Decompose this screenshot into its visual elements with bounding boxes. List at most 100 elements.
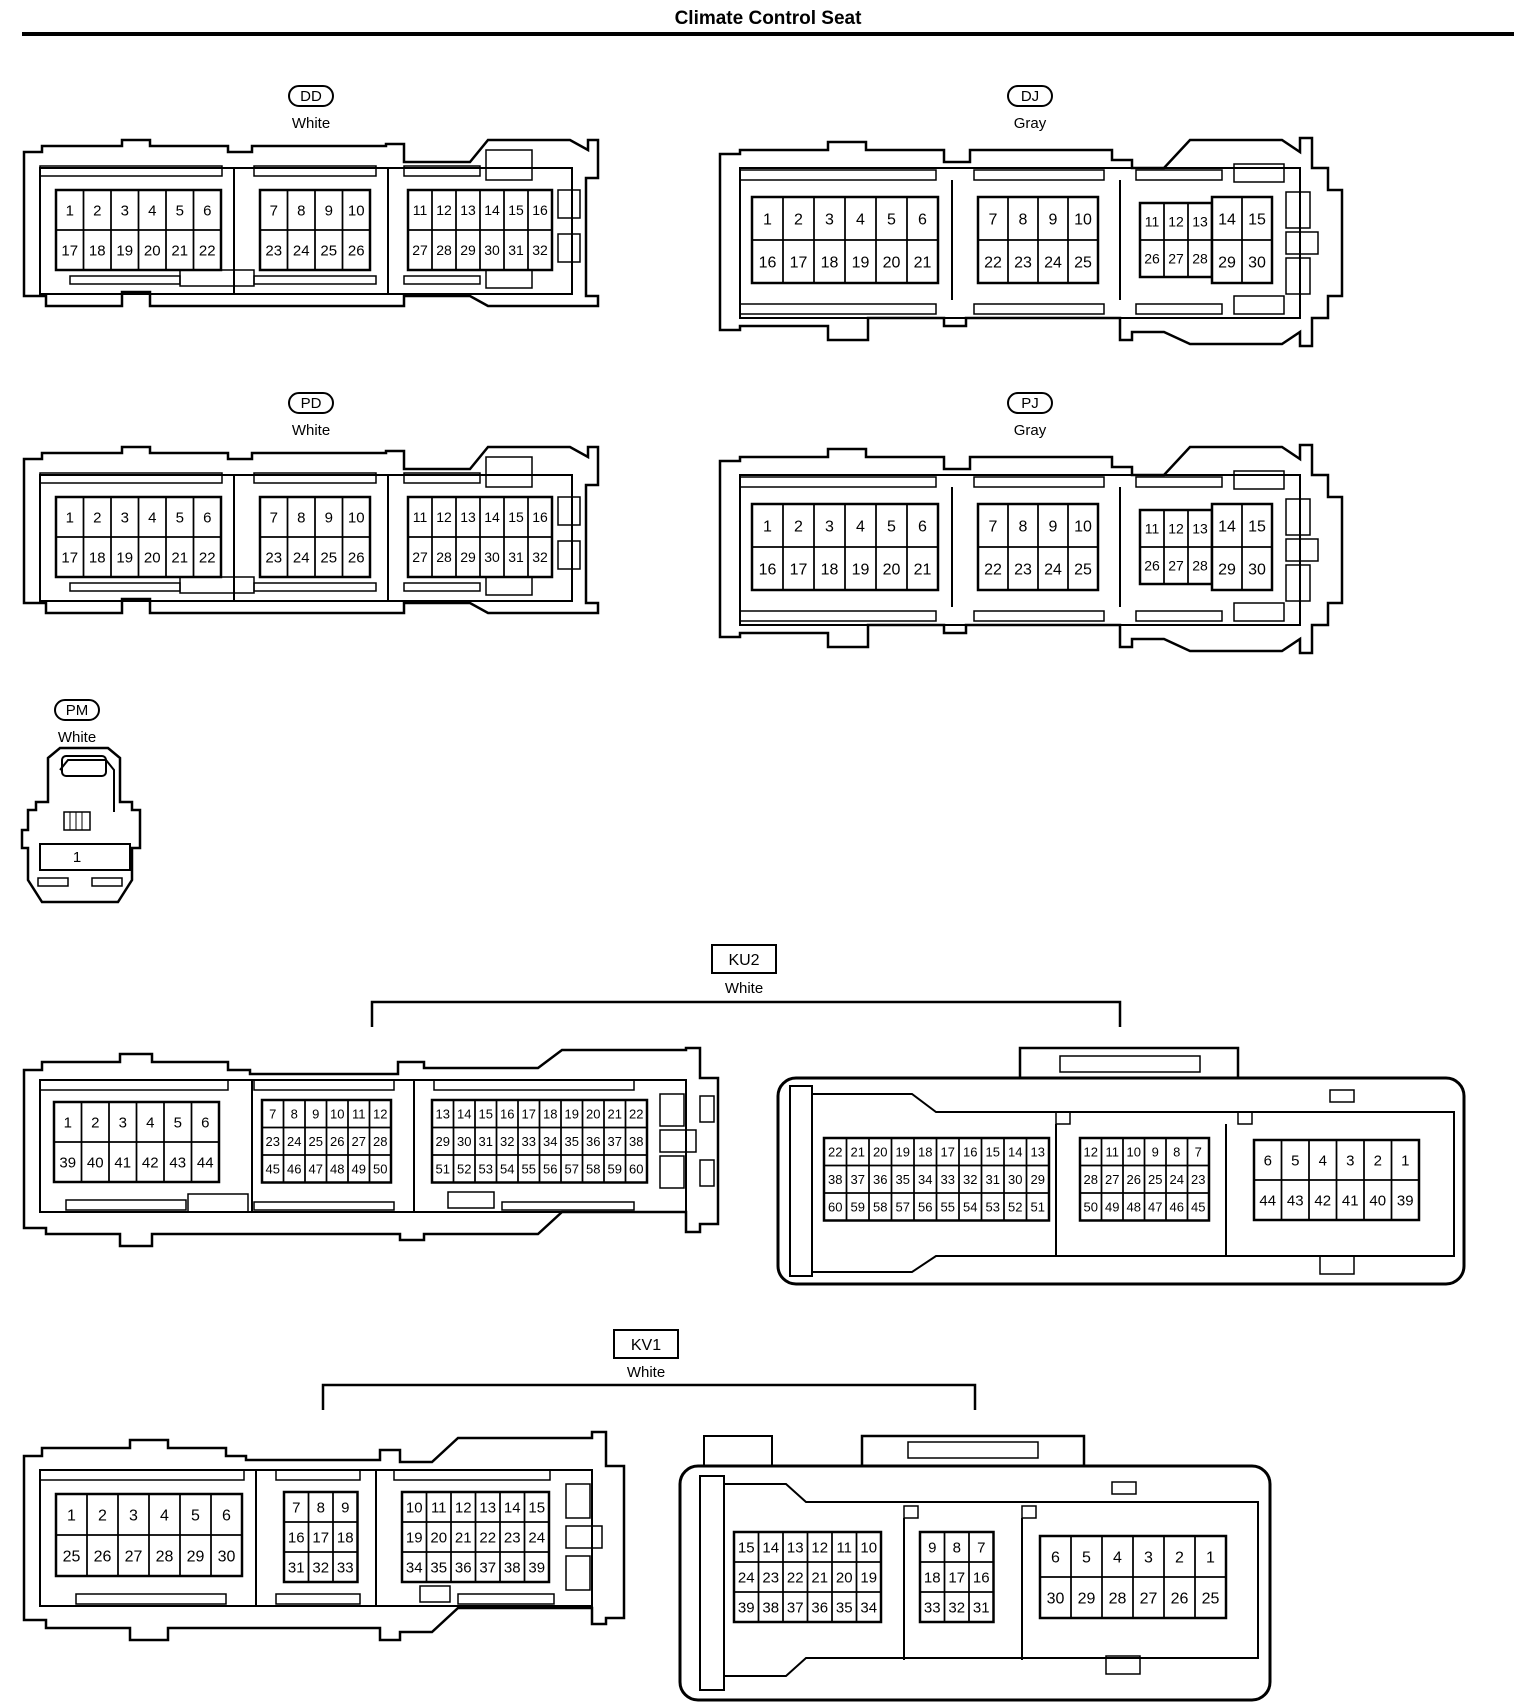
pin-cell-pd-32 <box>527 536 553 578</box>
pin-label-ku2m-5: 5 <box>174 1114 182 1131</box>
pin-label-ku2f-60: 60 <box>828 1199 842 1214</box>
pin-label-ku2m-18: 18 <box>543 1106 557 1121</box>
pin-label-dd-5: 5 <box>176 202 184 219</box>
pin-label-pj-25: 25 <box>1074 561 1092 578</box>
pin-label-kv1f-32: 32 <box>948 1599 965 1616</box>
pin-label-ku2m-23: 23 <box>266 1134 280 1149</box>
pin-label-pd-14: 14 <box>484 509 500 525</box>
pin-label-pj-29: 29 <box>1218 561 1236 578</box>
pin-label-pj-18: 18 <box>821 561 839 578</box>
pin-label-pd-30: 30 <box>484 549 500 565</box>
pin-label-pj-6: 6 <box>918 518 927 535</box>
label-pd-color: White <box>292 422 330 439</box>
pin-label-ku2m-31: 31 <box>479 1134 493 1149</box>
pin-label-ku2m-60: 60 <box>629 1161 643 1176</box>
pin-label-kv1f-3: 3 <box>1144 1549 1153 1566</box>
label-ku2-color: White <box>725 980 763 997</box>
pin-label-pd-17: 17 <box>61 549 78 566</box>
connector-dj-housing <box>718 136 1344 348</box>
pin-label-ku2m-45: 45 <box>266 1161 280 1176</box>
connector-ku2-male-housing <box>22 1046 720 1248</box>
pin-label-ku2f-10: 10 <box>1127 1144 1141 1159</box>
pin-label-ku2f-55: 55 <box>941 1199 955 1214</box>
pin-cell-pj-21 <box>906 546 939 591</box>
pin-label-dj-14: 14 <box>1218 211 1236 228</box>
label-pj: PJ Gray <box>1007 392 1053 439</box>
pin-label-kv1m-32: 32 <box>312 1559 329 1576</box>
pin-label-pj-10: 10 <box>1074 518 1092 535</box>
pin-label-ku2m-41: 41 <box>114 1154 131 1171</box>
pin-label-ku2m-59: 59 <box>608 1161 622 1176</box>
pin-label-ku2f-18: 18 <box>918 1144 932 1159</box>
pin-label-ku2m-28: 28 <box>373 1134 387 1149</box>
label-kv1-code: KV1 <box>631 1337 661 1354</box>
pin-label-kv1f-33: 33 <box>924 1599 941 1616</box>
pin-label-dj-16: 16 <box>759 254 777 271</box>
label-pm: PM White <box>54 699 100 746</box>
label-dj-code: DJ <box>1021 88 1039 105</box>
pin-label-kv1m-17: 17 <box>312 1529 329 1546</box>
pin-label-pj-11: 11 <box>1145 521 1160 537</box>
pin-label-dd-15: 15 <box>508 202 524 218</box>
pin-label-kv1m-25: 25 <box>63 1548 81 1565</box>
pin-label-kv1f-1: 1 <box>1206 1549 1215 1566</box>
pin-label-kv1f-2: 2 <box>1175 1549 1184 1566</box>
pin-label-pj-12: 12 <box>1168 521 1184 537</box>
pin-label-kv1m-8: 8 <box>317 1499 325 1516</box>
pin-label-dj-20: 20 <box>883 254 901 271</box>
pin-label-kv1f-29: 29 <box>1078 1590 1096 1607</box>
pin-label-dd-31: 31 <box>508 242 524 258</box>
pin-label-kv1m-30: 30 <box>218 1548 236 1565</box>
pin-label-pd-6: 6 <box>203 509 211 526</box>
pin-cell-dj-25 <box>1067 239 1099 284</box>
pin-label-kv1f-34: 34 <box>860 1599 877 1616</box>
pin-label-kv1f-18: 18 <box>924 1569 941 1586</box>
pin-label-pj-16: 16 <box>759 561 777 578</box>
pin-label-ku2m-35: 35 <box>565 1134 579 1149</box>
pin-label-kv1m-11: 11 <box>431 1499 447 1516</box>
pin-label-ku2m-34: 34 <box>543 1134 557 1149</box>
pin-label-ku2f-16: 16 <box>963 1144 977 1159</box>
pin-label-pj-24: 24 <box>1044 561 1062 578</box>
pin-label-pd-32: 32 <box>532 549 548 565</box>
pin-label-kv1m-5: 5 <box>191 1507 200 1524</box>
pin-label-dj-6: 6 <box>918 211 927 228</box>
pin-label-dd-22: 22 <box>199 242 216 259</box>
pin-label-kv1m-14: 14 <box>504 1499 521 1516</box>
pin-label-ku2m-48: 48 <box>330 1161 344 1176</box>
pin-cell-dd-22 <box>192 229 222 271</box>
pin-label-ku2m-57: 57 <box>565 1161 579 1176</box>
pin-label-kv1f-20: 20 <box>836 1569 853 1586</box>
pin-label-dd-4: 4 <box>148 202 156 219</box>
pin-cell-ku2m-44 <box>190 1141 220 1183</box>
pin-label-dd-24: 24 <box>293 242 310 259</box>
pin-label-ku2m-7: 7 <box>269 1106 276 1121</box>
pin-label-kv1m-29: 29 <box>187 1548 205 1565</box>
pin-label-ku2f-15: 15 <box>986 1144 1000 1159</box>
label-pj-color: Gray <box>1014 422 1047 439</box>
pin-label-ku2m-43: 43 <box>169 1154 186 1171</box>
pin-label-dd-13: 13 <box>460 202 476 218</box>
pin-label-ku2m-3: 3 <box>119 1114 127 1131</box>
connector-kv1-male-housing <box>22 1430 626 1642</box>
pin-label-pj-22: 22 <box>984 561 1002 578</box>
pin-label-dj-27: 27 <box>1168 251 1184 267</box>
pin-label-pd-15: 15 <box>508 509 524 525</box>
pin-label-pd-10: 10 <box>348 509 365 526</box>
pin-label-ku2m-20: 20 <box>586 1106 600 1121</box>
pin-label-dd-17: 17 <box>61 242 78 259</box>
pin-label-ku2m-27: 27 <box>352 1134 366 1149</box>
pin-label-pj-2: 2 <box>794 518 803 535</box>
pin-label-ku2f-14: 14 <box>1008 1144 1022 1159</box>
pin-label-ku2m-21: 21 <box>608 1106 622 1121</box>
pin-label-dj-30: 30 <box>1248 254 1266 271</box>
pin-label-pj-8: 8 <box>1019 518 1028 535</box>
pin-label-kv1f-28: 28 <box>1109 1590 1127 1607</box>
pin-label-kv1f-8: 8 <box>953 1539 961 1556</box>
